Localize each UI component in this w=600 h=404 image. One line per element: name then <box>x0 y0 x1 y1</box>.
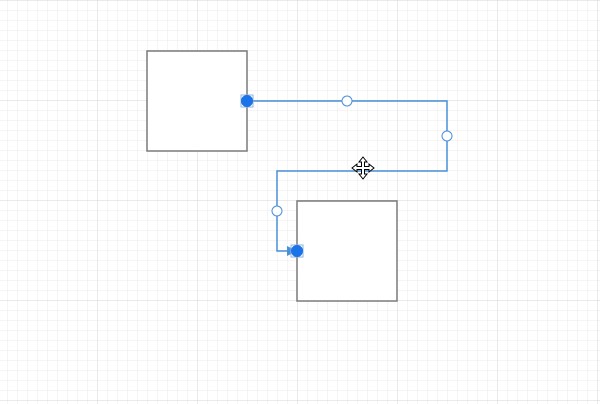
waypoint-handle-icon[interactable] <box>441 130 453 142</box>
connection-point-icon[interactable] <box>241 95 253 107</box>
waypoint-handle-icon[interactable] <box>271 205 283 217</box>
rectangle-shape-top[interactable] <box>146 50 248 152</box>
move-cursor-icon <box>351 156 375 180</box>
rectangle-shape-bottom[interactable] <box>296 200 398 302</box>
connection-point-icon[interactable] <box>291 245 303 257</box>
waypoint-handle-icon[interactable] <box>341 95 353 107</box>
